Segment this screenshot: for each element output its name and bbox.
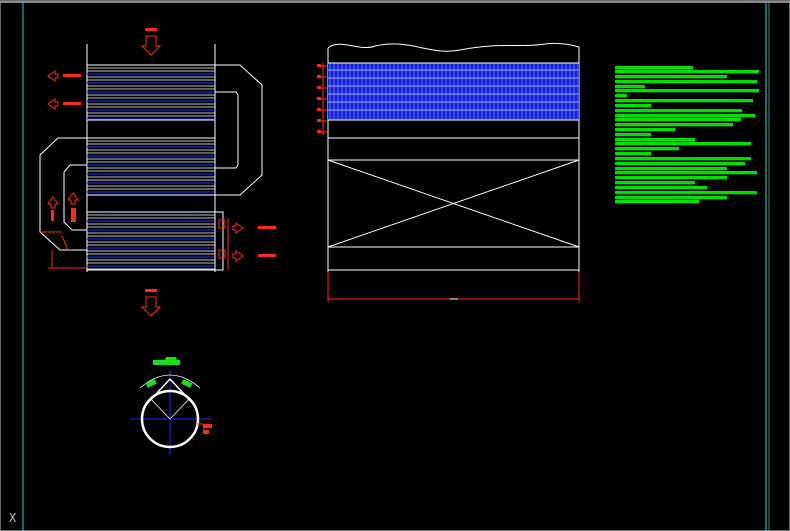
- radius-left: [149, 397, 171, 420]
- note-line: [615, 66, 693, 70]
- note-line: [615, 147, 679, 151]
- note-line: [615, 200, 699, 204]
- drawing-stroke: [63, 74, 81, 77]
- inlet-arrow-lower: [232, 250, 276, 262]
- coil-front-view: [39, 28, 276, 317]
- inlet-arrow-upper: [232, 222, 276, 234]
- return-bend-inner: [215, 91, 239, 169]
- technical-notes: [615, 66, 759, 204]
- drawing-stroke: [140, 35, 162, 56]
- note-line: [615, 191, 757, 195]
- ucs-axis-label: X: [9, 511, 17, 525]
- note-line: [615, 138, 695, 142]
- note-line: [615, 157, 751, 161]
- drawing-stroke: [47, 70, 59, 82]
- angle-arc: [139, 374, 201, 389]
- coil-side-view: [317, 42, 580, 302]
- note-line: [615, 85, 645, 89]
- tube-section-view: [130, 357, 212, 455]
- fin-pitch-dimensions: [317, 63, 327, 135]
- angle-label-left: [145, 379, 157, 388]
- pitch-label: [317, 108, 321, 111]
- return-bend-outer: [215, 64, 263, 196]
- section-label-block: [153, 357, 180, 365]
- note-line: [615, 176, 727, 180]
- left-dimension-marks: [40, 231, 88, 269]
- outlet-arrow-lower: [47, 98, 81, 110]
- drawing-stroke: [51, 210, 54, 221]
- airflow-arrow-top: [140, 28, 162, 56]
- riser-arrow-left: [47, 196, 59, 221]
- note-line: [615, 171, 757, 175]
- note-line: [615, 128, 675, 132]
- note-line: [615, 181, 695, 185]
- note-line: [615, 99, 753, 103]
- note-line: [615, 104, 651, 108]
- drawing-stroke: [63, 102, 81, 105]
- fin-fill: [328, 63, 579, 120]
- tangent-left: [143, 378, 171, 408]
- riser-arrow-right: [67, 192, 79, 222]
- drawing-stroke: [47, 98, 59, 110]
- note-line: [615, 109, 742, 113]
- drawing-stroke: [258, 226, 276, 229]
- fin-block: [328, 62, 579, 121]
- airflow-arrow-bottom: [140, 289, 162, 317]
- drawing-stroke: [140, 296, 162, 317]
- pitch-label: [317, 130, 321, 133]
- drawing-stroke: [258, 254, 276, 257]
- angle-label-right: [181, 379, 193, 388]
- radius-label-1: [203, 424, 212, 428]
- width-dimension: [327, 272, 580, 302]
- pitch-label: [317, 119, 321, 122]
- note-line: [615, 152, 651, 156]
- tube-bank: [87, 64, 215, 271]
- drawing-stroke: [67, 192, 79, 205]
- note-line: [615, 114, 755, 118]
- drawing-stroke: [71, 208, 76, 222]
- break-line: [327, 42, 580, 52]
- drawing-stroke: [232, 222, 244, 234]
- left-bend-inner: [63, 164, 87, 231]
- note-line: [615, 142, 751, 146]
- note-line: [615, 118, 741, 122]
- note-line: [615, 89, 759, 93]
- drawing-stroke: [145, 28, 157, 31]
- tangent-right: [169, 378, 197, 408]
- note-line: [615, 80, 757, 84]
- note-line: [615, 167, 727, 171]
- note-line: [615, 94, 627, 98]
- note-line: [615, 123, 733, 127]
- note-line: [615, 70, 759, 74]
- radius-label-2: [203, 430, 209, 434]
- pitch-label: [317, 64, 321, 67]
- note-line: [615, 133, 651, 137]
- note-line: [615, 186, 707, 190]
- drawing-stroke: [47, 196, 59, 209]
- note-line: [615, 75, 727, 79]
- header-stub-upper: [218, 219, 226, 229]
- pitch-label: [317, 75, 321, 78]
- header-stub-lower: [218, 249, 226, 259]
- pitch-label: [317, 97, 321, 100]
- note-line: [615, 196, 727, 200]
- outlet-arrow-upper: [47, 70, 81, 82]
- drawing-stroke: [232, 250, 244, 262]
- radius-right: [169, 397, 191, 420]
- drawing-stroke: [145, 289, 157, 292]
- tube-outer: [140, 389, 200, 449]
- blank-panel-diagonal-2: [327, 159, 580, 248]
- header-plate: [214, 211, 224, 271]
- pitch-label: [317, 86, 321, 89]
- left-bend-outer: [39, 137, 87, 251]
- note-line: [615, 162, 745, 166]
